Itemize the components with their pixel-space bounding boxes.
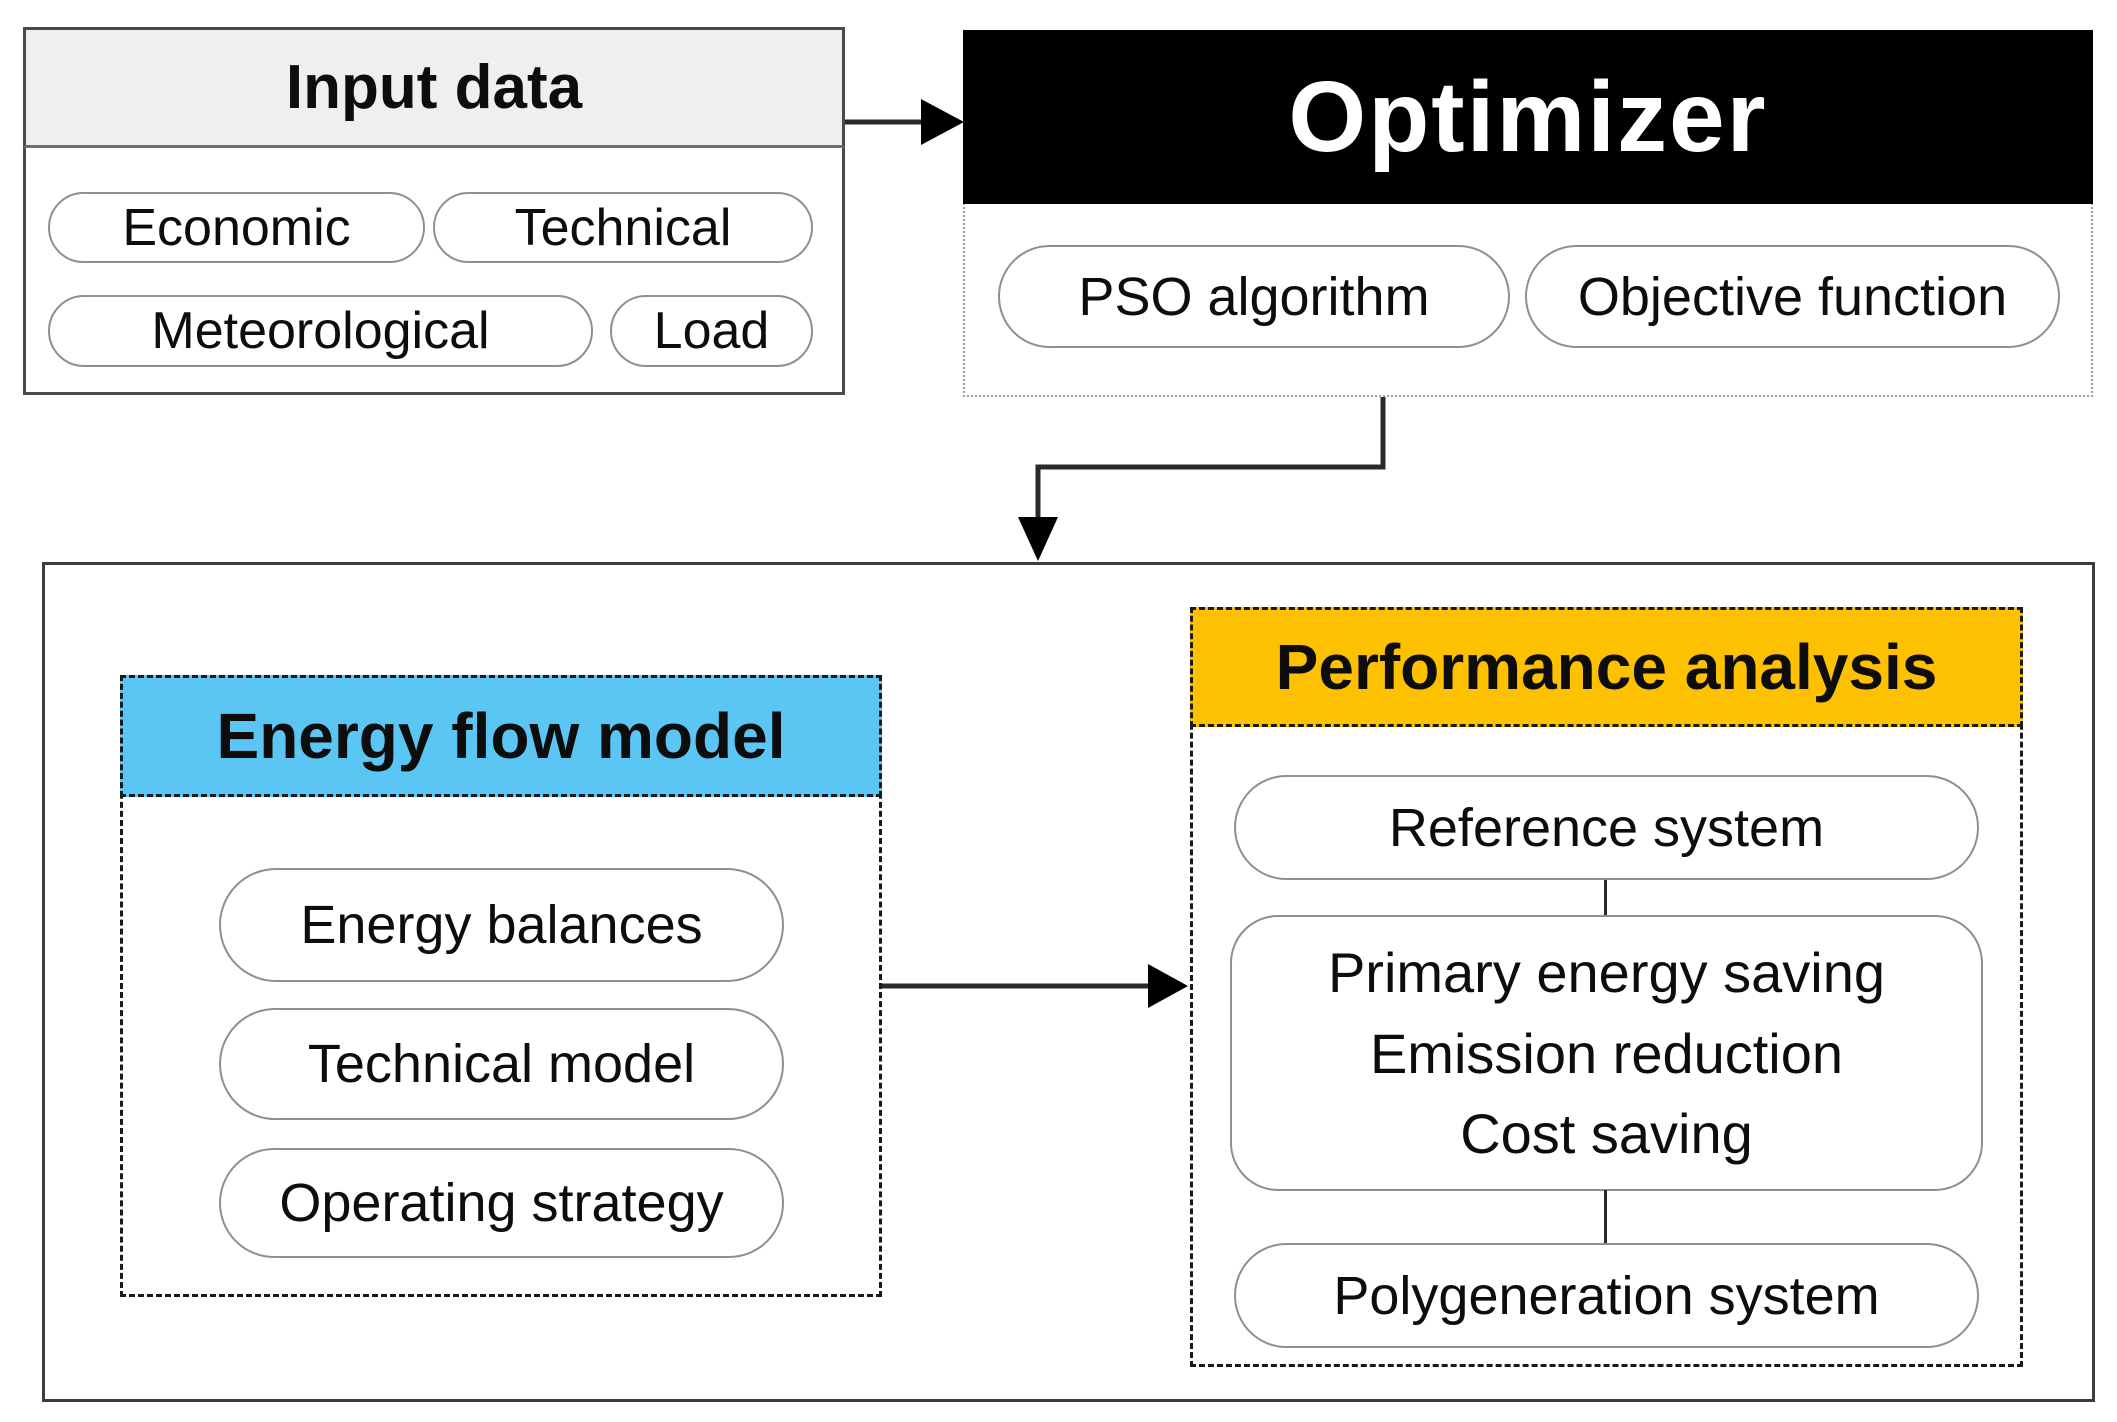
pill-objective-function: Objective function: [1525, 245, 2060, 348]
optimizer-header: Optimizer: [963, 30, 2093, 204]
pill-reference-system: Reference system: [1234, 775, 1979, 880]
metric-emission-reduction: Emission reduction: [1369, 1021, 1844, 1085]
arrow-input-to-optimizer: [845, 99, 964, 145]
pill-technical: Technical: [433, 192, 813, 263]
pill-pso-algorithm: PSO algorithm: [998, 245, 1510, 348]
pill-economic: Economic: [48, 192, 425, 263]
pill-load: Load: [610, 295, 813, 367]
input-data-header: Input data: [23, 27, 845, 148]
pill-meteorological: Meteorological: [48, 295, 593, 367]
arrow-optimizer-to-system: [1018, 397, 1386, 561]
metric-primary-energy-saving: Primary energy saving: [1327, 941, 1886, 1005]
pill-energy-balances: Energy balances: [219, 868, 784, 982]
connector-tick-top: [1604, 880, 1607, 916]
pill-operating-strategy: Operating strategy: [219, 1148, 784, 1258]
metric-cost-saving: Cost saving: [1460, 1101, 1753, 1165]
optimizer-title: Optimizer: [1288, 60, 1768, 173]
connector-tick-bottom: [1604, 1190, 1607, 1243]
performance-analysis-header: Performance analysis: [1190, 607, 2023, 727]
energy-flow-model-header: Energy flow model: [120, 675, 882, 797]
metrics-box: Primary energy saving Emission reduction…: [1230, 915, 1983, 1191]
pill-polygeneration-system: Polygeneration system: [1234, 1243, 1979, 1348]
performance-analysis-title: Performance analysis: [1275, 631, 1938, 703]
pill-technical-model: Technical model: [219, 1008, 784, 1120]
input-data-title: Input data: [285, 53, 583, 122]
energy-flow-model-title: Energy flow model: [216, 700, 786, 772]
